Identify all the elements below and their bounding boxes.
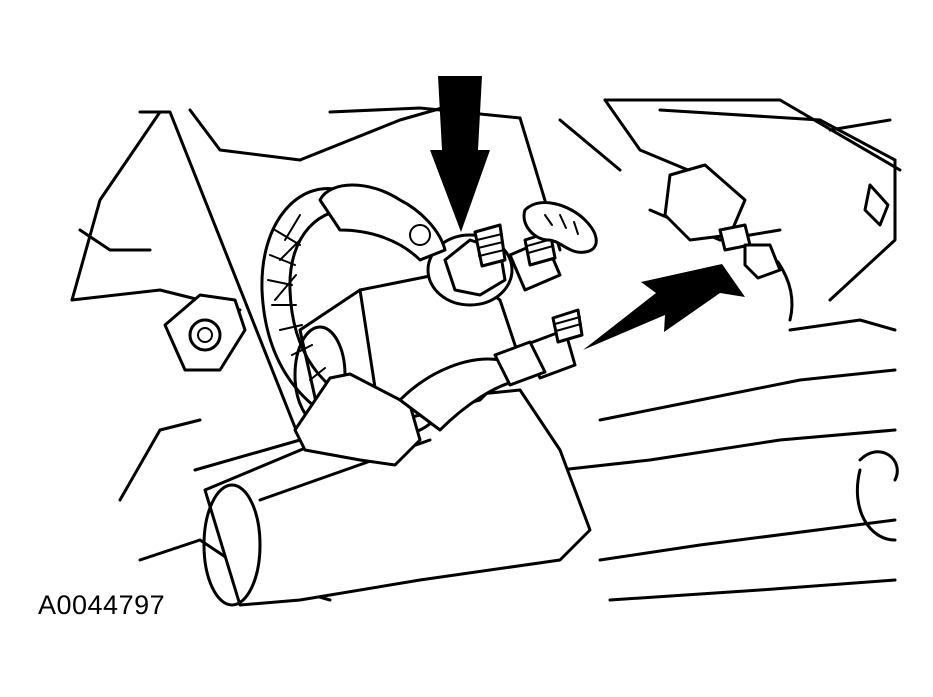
arrow-diagonal-icon bbox=[583, 264, 745, 350]
terminal-cap bbox=[426, 223, 514, 307]
engine-frame-lines bbox=[70, 98, 902, 602]
mounting-bracket bbox=[163, 293, 247, 372]
battery-cable bbox=[293, 340, 547, 467]
sensor-connector bbox=[663, 163, 890, 322]
control-wire bbox=[522, 201, 598, 254]
figure-id-label: A0044797 bbox=[38, 590, 166, 620]
cable-boot bbox=[318, 183, 447, 262]
arrow-down-icon bbox=[430, 76, 490, 232]
